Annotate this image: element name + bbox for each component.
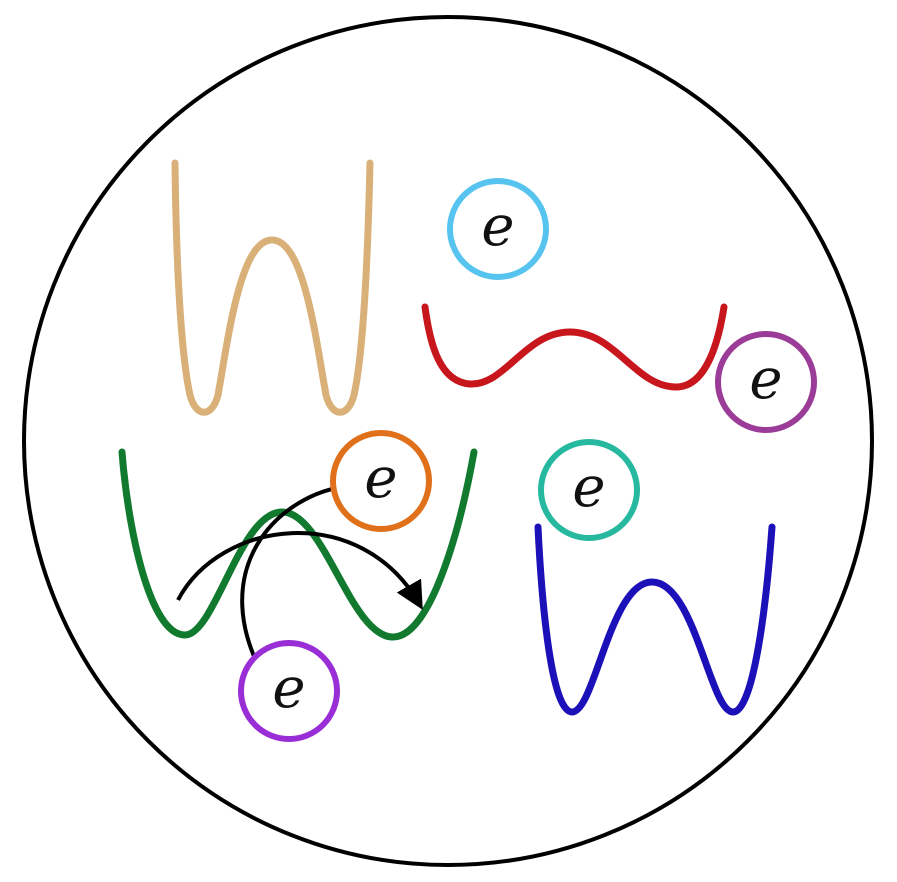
electron-magenta: e [718, 334, 814, 430]
electron-label: e [364, 446, 397, 511]
tan-double-well [175, 163, 370, 412]
tunneling-arrow [178, 533, 420, 605]
boundary-circle [24, 17, 872, 865]
electron-label: e [749, 347, 782, 412]
electron-label: e [572, 455, 605, 520]
electron-orange: e [333, 433, 429, 529]
electron-violet: e [241, 643, 337, 739]
red-shallow-double-well [425, 307, 724, 387]
blue-double-well [538, 527, 772, 712]
electron-teal: e [541, 442, 637, 538]
electron-label: e [481, 194, 514, 259]
electron-label: e [272, 656, 305, 721]
electron-lightblue: e [450, 181, 546, 277]
